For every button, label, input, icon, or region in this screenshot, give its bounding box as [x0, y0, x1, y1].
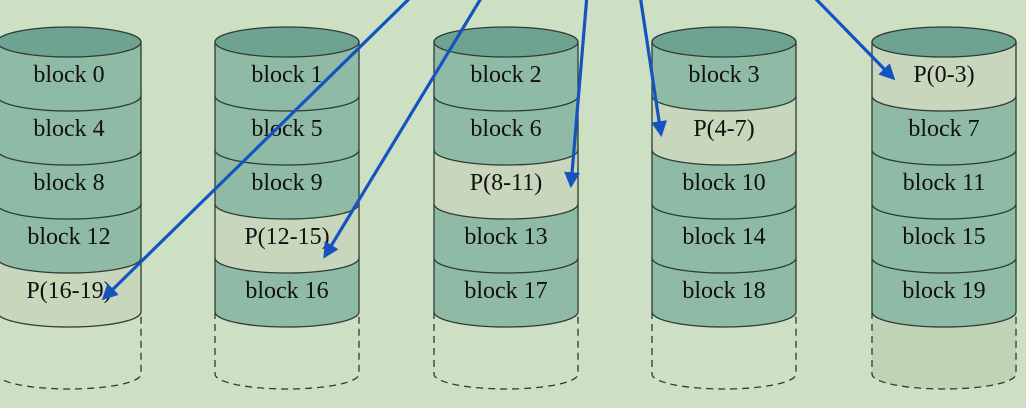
parity-block: [0, 257, 142, 328]
empty-slot: [434, 312, 578, 389]
block-label: block 12: [27, 224, 110, 250]
empty-slot: [652, 312, 796, 389]
disk-top: [0, 26, 142, 58]
disk-top: [433, 26, 579, 58]
data-block: [871, 203, 1017, 274]
parity-block: [871, 41, 1017, 112]
block-label: block 0: [33, 62, 104, 88]
empty-slot-outline: [0, 312, 142, 390]
data-block: [871, 149, 1017, 220]
block-label: block 1: [251, 62, 322, 88]
block-label: block 7: [908, 116, 979, 142]
empty-slot: [215, 312, 359, 389]
parity-arrow: [639, 0, 667, 138]
data-block: [0, 41, 142, 112]
block-label: block 19: [902, 278, 985, 304]
parity-arrows: [101, 0, 896, 301]
disk-top: [651, 26, 797, 58]
data-block: [433, 257, 579, 328]
data-block: [651, 203, 797, 274]
block-label: P(8-11): [470, 170, 542, 196]
data-block: [214, 257, 360, 328]
data-block: [214, 41, 360, 112]
data-block: [651, 257, 797, 328]
empty-slot-outline: [214, 312, 360, 390]
data-block: [871, 95, 1017, 166]
data-block: [871, 257, 1017, 328]
data-block: [0, 149, 142, 220]
block-label: block 2: [470, 62, 541, 88]
block-label: block 13: [464, 224, 547, 250]
empty-slot-outline: [871, 312, 1017, 390]
data-block: [0, 203, 142, 274]
disk-top: [871, 26, 1017, 58]
parity-block: [651, 95, 797, 166]
data-block: [651, 149, 797, 220]
parity-block: [214, 203, 360, 274]
empty-slot: [872, 312, 1016, 389]
parity-arrow: [323, 0, 482, 259]
block-label: block 6: [470, 116, 541, 142]
block-label: block 16: [245, 278, 328, 304]
disk-0: P(16-19) block 12 block 8 block 4 block 0: [0, 26, 142, 390]
block-label: block 3: [688, 62, 759, 88]
data-block: [433, 203, 579, 274]
block-label: block 14: [682, 224, 765, 250]
block-label: block 17: [464, 278, 547, 304]
disk-2: block 17 block 13 P(8-11) block 6 block 2: [433, 26, 579, 390]
block-label: P(4-7): [693, 116, 754, 142]
disk-top: [214, 26, 360, 58]
empty-slot-outline: [651, 312, 797, 390]
block-label: block 18: [682, 278, 765, 304]
parity-block: [433, 149, 579, 220]
block-label: block 10: [682, 170, 765, 196]
data-block: [214, 95, 360, 166]
parity-arrow: [564, 0, 589, 189]
disk-array: P(16-19) block 12 block 8 block 4 block 0 blo…: [0, 26, 1017, 390]
empty-slot-outline: [433, 312, 579, 390]
parity-arrow: [814, 0, 896, 81]
block-label: P(16-19): [26, 278, 111, 304]
block-label: block 15: [902, 224, 985, 250]
disk-3: block 18 block 14 block 10 P(4-7) block 3: [651, 26, 797, 390]
block-label: block 8: [33, 170, 104, 196]
data-block: [433, 41, 579, 112]
block-label: P(0-3): [913, 62, 974, 88]
block-label: P(12-15): [244, 224, 329, 250]
data-block: [651, 41, 797, 112]
parity-arrow: [101, 0, 411, 301]
block-label: block 9: [251, 170, 322, 196]
disk-4: block 19 block 15 block 11 block 7 P(0-3): [871, 26, 1017, 390]
block-label: block 11: [903, 170, 985, 196]
data-block: [0, 95, 142, 166]
empty-slot: [0, 312, 141, 389]
block-label: block 4: [33, 116, 104, 142]
